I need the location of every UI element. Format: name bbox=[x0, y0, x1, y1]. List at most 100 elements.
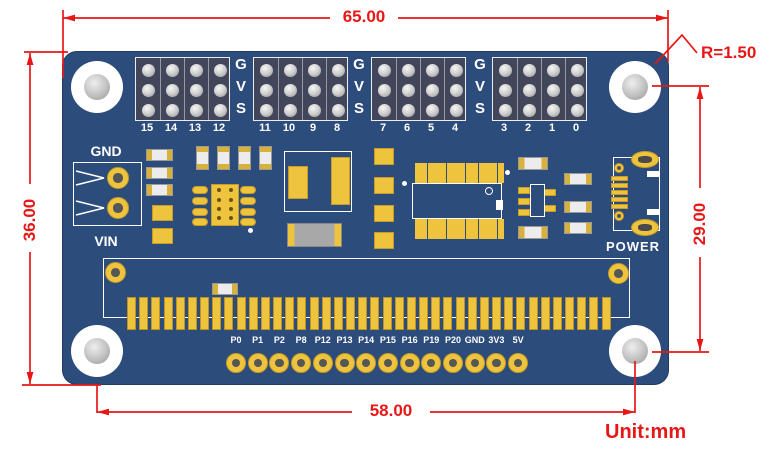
gpio-pad bbox=[467, 297, 477, 330]
breakout-pin-label: P16 bbox=[401, 335, 418, 345]
main-ic-pin bbox=[427, 163, 434, 183]
main-ic-pin bbox=[421, 163, 428, 183]
channel-number-label: 14 bbox=[164, 122, 178, 134]
soic-pad bbox=[240, 208, 256, 216]
gpio-pad bbox=[248, 297, 258, 330]
main-ic-pin bbox=[453, 163, 460, 183]
main-ic-pin bbox=[465, 219, 472, 239]
header-pin bbox=[546, 63, 560, 77]
smd-capacitor bbox=[196, 146, 209, 170]
header-pin bbox=[425, 63, 439, 77]
gpio-pad bbox=[333, 297, 343, 330]
main-ic-pin bbox=[415, 219, 421, 239]
gpio-pad bbox=[309, 297, 319, 330]
header-pin bbox=[189, 83, 203, 97]
main-ic-pin bbox=[434, 219, 441, 239]
header-pin bbox=[570, 83, 584, 97]
header-pin bbox=[570, 63, 584, 77]
channel-number-label: 12 bbox=[212, 122, 226, 134]
soic-pad bbox=[192, 218, 208, 226]
header-column-divider bbox=[420, 58, 421, 120]
servo-header-block bbox=[371, 57, 466, 121]
gpio-pad bbox=[175, 297, 185, 330]
channel-number-label: 3 bbox=[500, 122, 508, 134]
smd-resistor bbox=[564, 222, 592, 234]
gnd-label: GND bbox=[90, 143, 122, 159]
channel-number-label: 4 bbox=[451, 122, 459, 134]
gpio-pad bbox=[321, 297, 331, 330]
signal-row-label: S bbox=[353, 100, 364, 117]
header-pin bbox=[498, 103, 512, 117]
gpio-pad bbox=[455, 297, 465, 330]
smd-resistor bbox=[518, 226, 548, 239]
channel-number-label: 6 bbox=[403, 122, 411, 134]
header-pin bbox=[570, 103, 584, 117]
soic-center-pad bbox=[211, 184, 239, 226]
gpio-pad bbox=[139, 297, 149, 330]
smd-resistor bbox=[212, 283, 238, 295]
breakout-pad bbox=[421, 353, 442, 373]
sot23-pad bbox=[544, 205, 556, 212]
breakout-pin-label: P19 bbox=[423, 335, 440, 345]
main-ic-pin bbox=[478, 163, 485, 183]
mounting-hole-bottom-left bbox=[71, 325, 123, 377]
channel-number-label: 1 bbox=[548, 122, 556, 134]
smd-resistor bbox=[518, 157, 548, 170]
usb-mount-pad bbox=[631, 151, 659, 168]
soic-drill-dot bbox=[229, 207, 233, 211]
usb-silk-mark bbox=[647, 209, 659, 215]
signal-row-label: V bbox=[353, 78, 364, 95]
tantalum-capacitor bbox=[287, 223, 342, 247]
sot23-pad bbox=[518, 209, 530, 216]
smd-capacitor bbox=[238, 146, 251, 170]
header-pin bbox=[141, 63, 155, 77]
capacitor-pad bbox=[331, 157, 350, 205]
fiducial-dot bbox=[402, 181, 407, 186]
gpio-pad bbox=[504, 297, 514, 330]
gpio-pad bbox=[492, 297, 502, 330]
header-column-divider bbox=[541, 58, 542, 120]
soic-drill-dot bbox=[217, 207, 221, 211]
gpio-pad bbox=[406, 297, 416, 330]
smd-resistor bbox=[146, 167, 173, 179]
header-pin bbox=[522, 63, 536, 77]
soic-drill-dot bbox=[217, 188, 221, 192]
header-pin bbox=[213, 83, 227, 97]
terminal-pad-vin bbox=[107, 197, 129, 219]
usb-round-pad bbox=[614, 163, 624, 173]
breakout-pad bbox=[226, 353, 246, 373]
header-pin bbox=[522, 83, 536, 97]
gpio-pad bbox=[443, 297, 453, 330]
main-ic-pin bbox=[427, 219, 434, 239]
header-pin bbox=[377, 103, 391, 117]
gpio-pad bbox=[528, 297, 538, 330]
gpio-pad bbox=[540, 297, 550, 330]
header-pin bbox=[307, 83, 321, 97]
mounting-hole-top-right bbox=[609, 61, 661, 113]
fiducial-dot bbox=[248, 228, 253, 233]
gpio-pad bbox=[358, 297, 368, 330]
usb-pin-pad bbox=[611, 176, 628, 181]
gpio-pad bbox=[516, 297, 526, 330]
main-ic-pin bbox=[440, 163, 447, 183]
smd-pad bbox=[374, 232, 394, 249]
smd-resistor bbox=[564, 173, 592, 185]
main-ic-pin bbox=[434, 163, 441, 183]
main-ic-pin bbox=[465, 163, 472, 183]
header-pin bbox=[449, 83, 463, 97]
usb-mount-pad bbox=[631, 219, 659, 236]
gpio-pad bbox=[601, 297, 611, 330]
header-pin bbox=[213, 63, 227, 77]
main-ic-pin bbox=[478, 219, 485, 239]
dim-hole-span-vertical: 29.00 bbox=[690, 202, 709, 246]
mounting-hole-bottom-right bbox=[609, 325, 661, 377]
header-column-divider bbox=[326, 58, 327, 120]
breakout-pad bbox=[334, 353, 355, 373]
gpio-pad bbox=[187, 297, 197, 330]
soic-drill-dot bbox=[229, 216, 233, 220]
header-pin bbox=[449, 103, 463, 117]
gpio-pad bbox=[577, 297, 587, 330]
header-pin bbox=[189, 63, 203, 77]
breakout-pin-label: 3V3 bbox=[488, 335, 505, 345]
